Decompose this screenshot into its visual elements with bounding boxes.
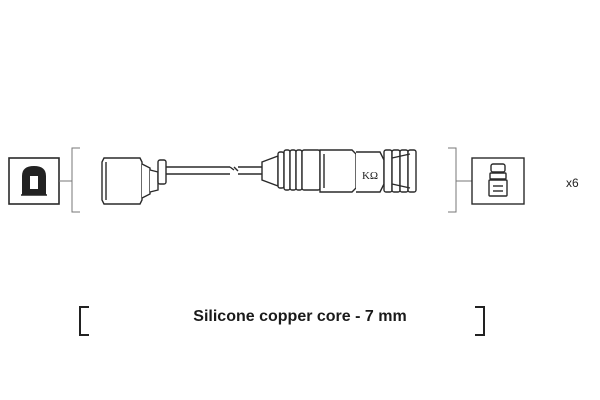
resistance-symbol: KΩ xyxy=(362,170,378,182)
caption-left-bracket xyxy=(79,306,89,336)
caption-right-bracket xyxy=(475,306,485,336)
left-bracket xyxy=(59,147,80,213)
right-bracket xyxy=(448,147,472,213)
right-boot xyxy=(261,149,417,193)
caption: Silicone copper core - 7 mm xyxy=(193,308,407,325)
lead-cable xyxy=(166,166,262,175)
left-boot xyxy=(101,157,167,205)
left-terminal-icon xyxy=(8,157,60,205)
right-terminal-icon xyxy=(471,157,525,205)
quantity-label: x6 xyxy=(566,176,579,190)
